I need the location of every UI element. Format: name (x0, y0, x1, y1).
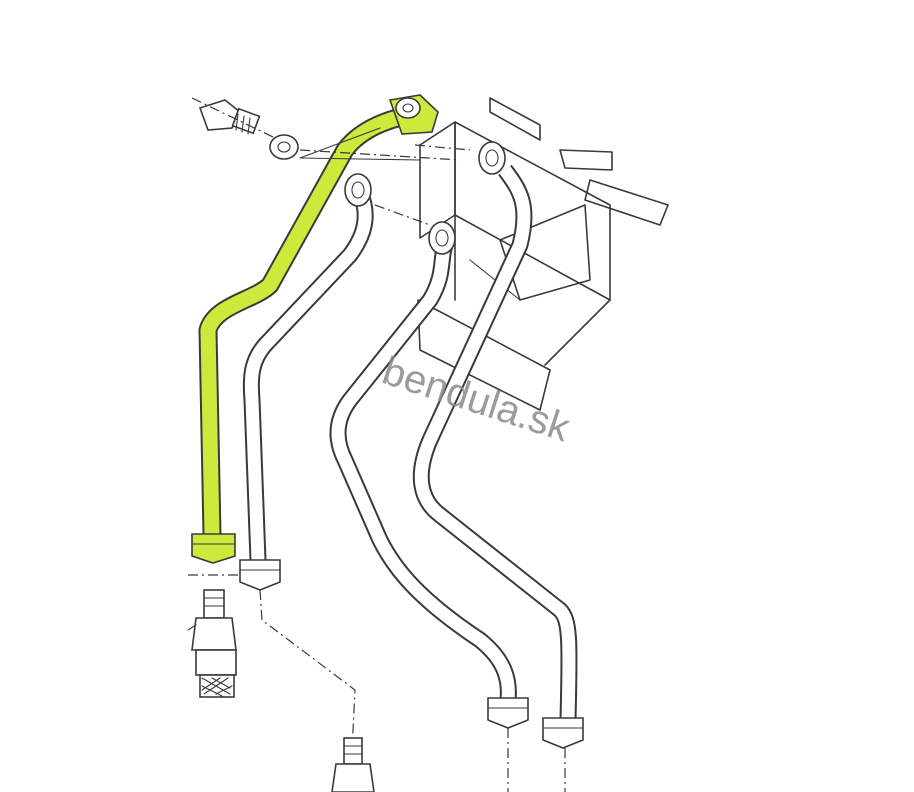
sealing-washer (269, 127, 421, 161)
pipe-2 (239, 173, 374, 751)
highlighted-pipe (191, 94, 439, 564)
injector-nozzle-center (331, 737, 375, 792)
injection-pump-body (417, 97, 669, 411)
pipe-3 (329, 221, 529, 792)
injector-nozzle-left (187, 574, 238, 698)
banjo-bolt (191, 97, 461, 161)
pipe-4 (412, 141, 584, 792)
